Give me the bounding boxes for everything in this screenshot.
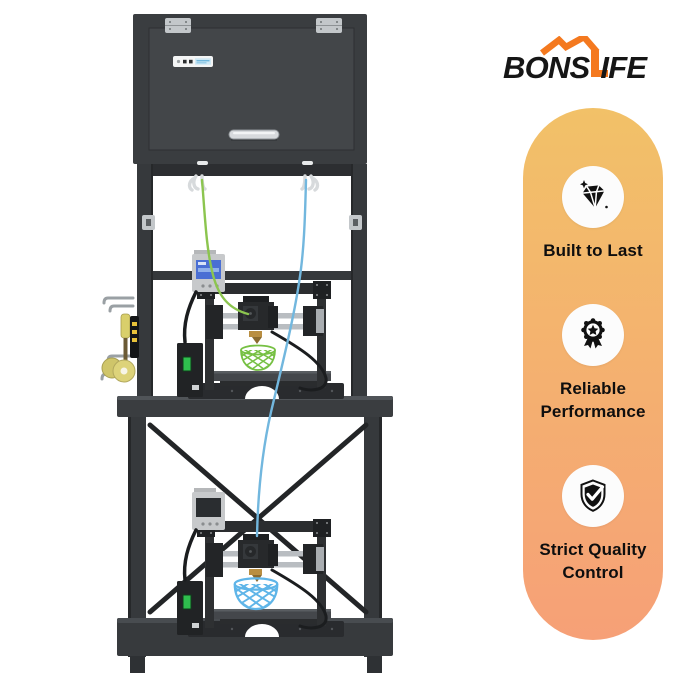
feature-built-to-last: Built to Last: [527, 166, 659, 262]
feature-strict-quality-control: Strict Quality Control: [527, 465, 659, 584]
lower-3d-printer: [175, 486, 346, 639]
shield-check-icon: [580, 479, 606, 513]
middle-shelf: [117, 396, 393, 417]
filament-hanger-right: [300, 161, 320, 192]
hex-key-set-icon: [130, 316, 139, 358]
diamond-icon: [580, 180, 608, 209]
tool-hooks: [100, 296, 139, 383]
feature-label: Reliable Performance: [540, 379, 646, 421]
green-filament: [200, 178, 250, 316]
frame-clip-right-icon: [349, 215, 362, 230]
feature-label: Strict Quality Control: [539, 540, 647, 582]
feature-panel: Built to Last Reliable Performance: [523, 108, 663, 640]
feature-reliable-performance: Reliable Performance: [527, 304, 659, 423]
cabinet-hinge-right-icon: [316, 18, 342, 33]
brand-logo: BONS IFE: [503, 36, 647, 85]
blue-filament: [255, 178, 308, 538]
cabinet-handle: [228, 129, 280, 141]
cabinet-control-panel: [173, 56, 213, 67]
mountain-logo-icon: [540, 36, 609, 77]
blue-printed-bowl: [229, 578, 284, 614]
frame-clip-left-icon: [142, 215, 155, 230]
green-printed-bowl: [236, 346, 280, 375]
rack-frame: [137, 164, 367, 398]
medal-icon: [581, 318, 605, 349]
logo-text-left: BONS: [503, 50, 590, 85]
feature-label: Built to Last: [543, 241, 643, 260]
cabinet-hinge-left-icon: [165, 18, 191, 33]
storage-cabinet: [133, 14, 367, 164]
logo-text-right: IFE: [600, 50, 647, 85]
tape-roll-icon: [101, 357, 136, 383]
